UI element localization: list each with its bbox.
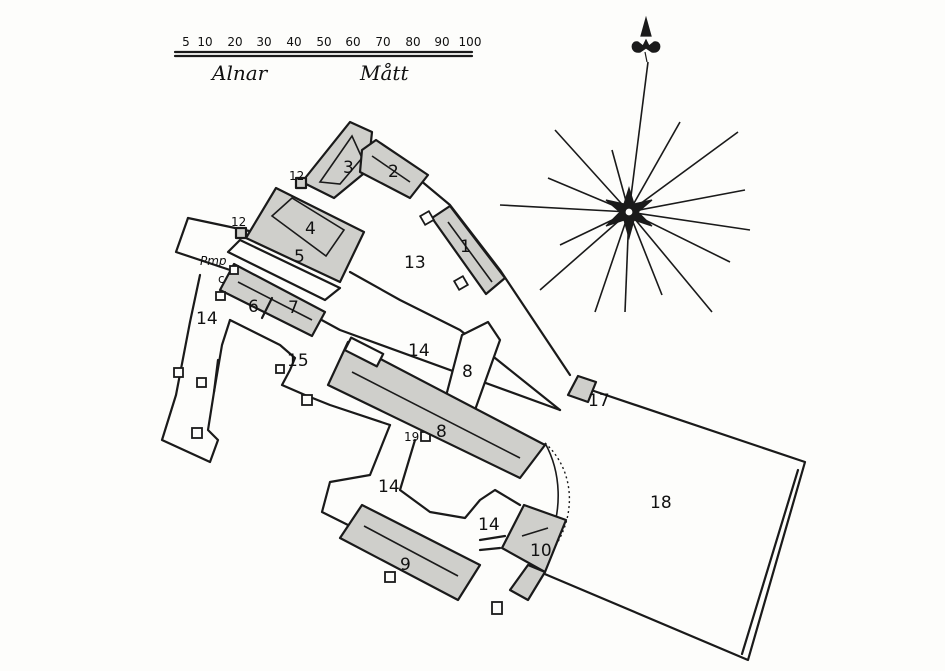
- scale-tick: 20: [227, 35, 242, 49]
- label-14d: 14: [478, 515, 500, 535]
- building-1: [418, 204, 507, 296]
- label-14b: 14: [408, 341, 430, 361]
- label-7: 7: [288, 298, 299, 318]
- label-8a: 8: [462, 362, 473, 382]
- label-9: 9: [400, 555, 411, 575]
- label-4: 4: [305, 219, 316, 239]
- building-9: [338, 503, 482, 602]
- label-1: 1: [460, 237, 471, 257]
- scale-tick: 90: [434, 35, 449, 49]
- compass-rose-icon: [499, 15, 751, 313]
- label-pump: Pmp: [200, 254, 227, 268]
- label-10: 10: [530, 541, 552, 561]
- building-8: [326, 336, 547, 480]
- label-15: 15: [287, 351, 309, 371]
- label-5: 5: [294, 247, 305, 267]
- label-19: 19: [404, 430, 419, 444]
- label-17: 17: [588, 391, 610, 411]
- scale-tick: 5: [182, 35, 190, 49]
- label-c: c: [218, 272, 225, 286]
- building-2: [358, 138, 430, 200]
- label-14a: 14: [196, 309, 218, 329]
- scale-tick: 100: [459, 35, 482, 49]
- label-8b: 8: [436, 422, 447, 442]
- scale-tick: 60: [345, 35, 360, 49]
- building-17: [566, 374, 598, 404]
- scale-unit-alnar: Alnar: [210, 61, 269, 85]
- scale-ticks: 5 10 20 30 40 50 60 70 80 90 100: [182, 35, 481, 49]
- label-12b: 12: [231, 215, 246, 229]
- buildings: [215, 120, 598, 602]
- scale-tick: 80: [405, 35, 420, 49]
- scale-tick: 30: [256, 35, 271, 49]
- label-6: 6: [248, 297, 259, 317]
- label-12a: 12: [289, 169, 304, 183]
- label-14c: 14: [378, 477, 400, 497]
- building-6: [215, 262, 327, 338]
- building-10: [500, 503, 568, 602]
- scale-unit-matt: Mått: [359, 61, 409, 85]
- scale-bar: 5 10 20 30 40 50 60 70 80 90 100 Alnar M…: [173, 35, 481, 85]
- label-18: 18: [650, 493, 672, 513]
- label-2: 2: [388, 162, 399, 182]
- label-3: 3: [343, 158, 354, 178]
- scale-tick: 70: [375, 35, 390, 49]
- label-13: 13: [404, 253, 426, 273]
- scale-tick: 50: [316, 35, 331, 49]
- building-12b: [234, 226, 248, 240]
- building-12a: [294, 176, 308, 190]
- scale-tick: 10: [197, 35, 212, 49]
- building-4: [226, 186, 366, 302]
- fleur-de-lis-icon: [631, 15, 661, 63]
- area-labels: 1 2 3 4 5 6 7 8 8 9 10 12 12 13 14 14 14…: [196, 158, 672, 575]
- scale-tick: 40: [286, 35, 301, 49]
